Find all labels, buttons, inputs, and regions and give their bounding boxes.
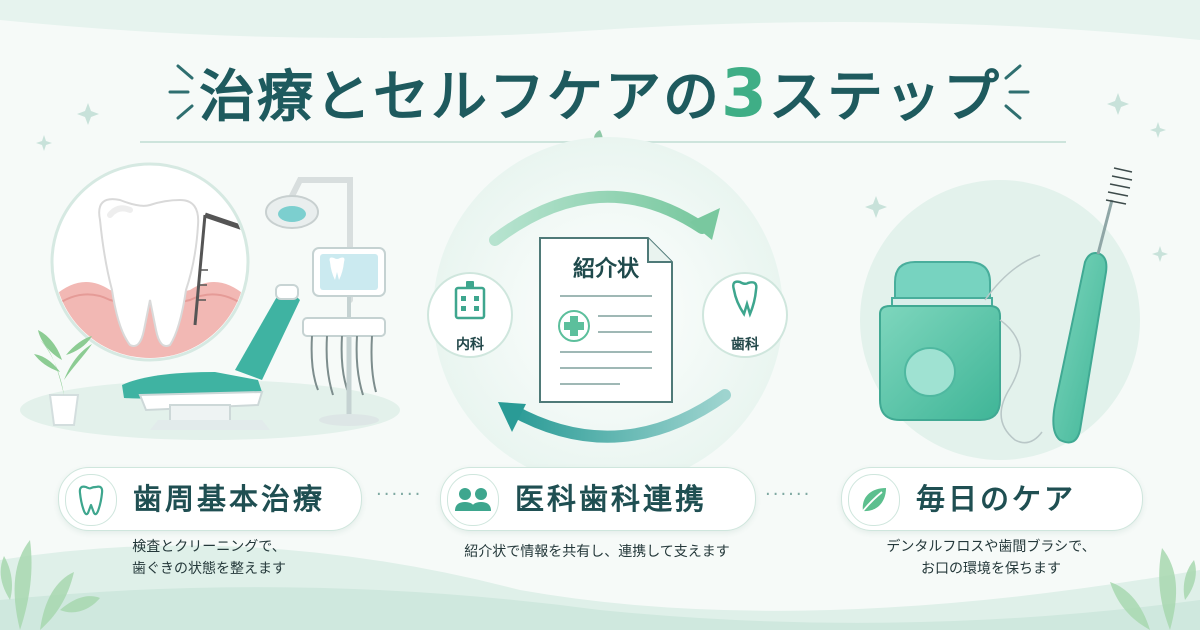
step-pill-collaboration: 医科歯科連携 bbox=[440, 467, 756, 531]
step-pill-daily-care: 毎日のケア bbox=[841, 467, 1143, 531]
dental-label: 歯科 bbox=[731, 337, 759, 353]
people-icon bbox=[447, 474, 499, 526]
title-suffix: ステップ bbox=[768, 65, 1001, 130]
document-title: 紹介状 bbox=[573, 256, 640, 282]
title-number: 3 bbox=[721, 55, 769, 132]
leaf-icon bbox=[848, 474, 900, 526]
step-label: 医科歯科連携 bbox=[515, 482, 708, 516]
internal-medicine-label: 内科 bbox=[456, 337, 484, 353]
connector-dots: ······ bbox=[765, 484, 812, 505]
step-pill-periodontal: 歯周基本治療 bbox=[58, 467, 362, 531]
tooth-icon bbox=[65, 474, 117, 526]
step-description: デンタルフロスや歯間ブラシで、 お口の環境を保ちます bbox=[886, 539, 1096, 577]
connector-dots: ······ bbox=[376, 484, 423, 505]
step-description: 検査とクリーニングで、 歯ぐきの状態を整えます bbox=[132, 539, 286, 577]
title-text: 治療とセルフケアの bbox=[199, 65, 722, 130]
page-title: 治療とセルフケアの3ステップ bbox=[0, 52, 1200, 133]
step-label: 歯周基本治療 bbox=[133, 482, 326, 516]
step-description: 紹介状で情報を共有し、連携して支えます bbox=[464, 544, 730, 560]
step-label: 毎日のケア bbox=[916, 482, 1077, 516]
